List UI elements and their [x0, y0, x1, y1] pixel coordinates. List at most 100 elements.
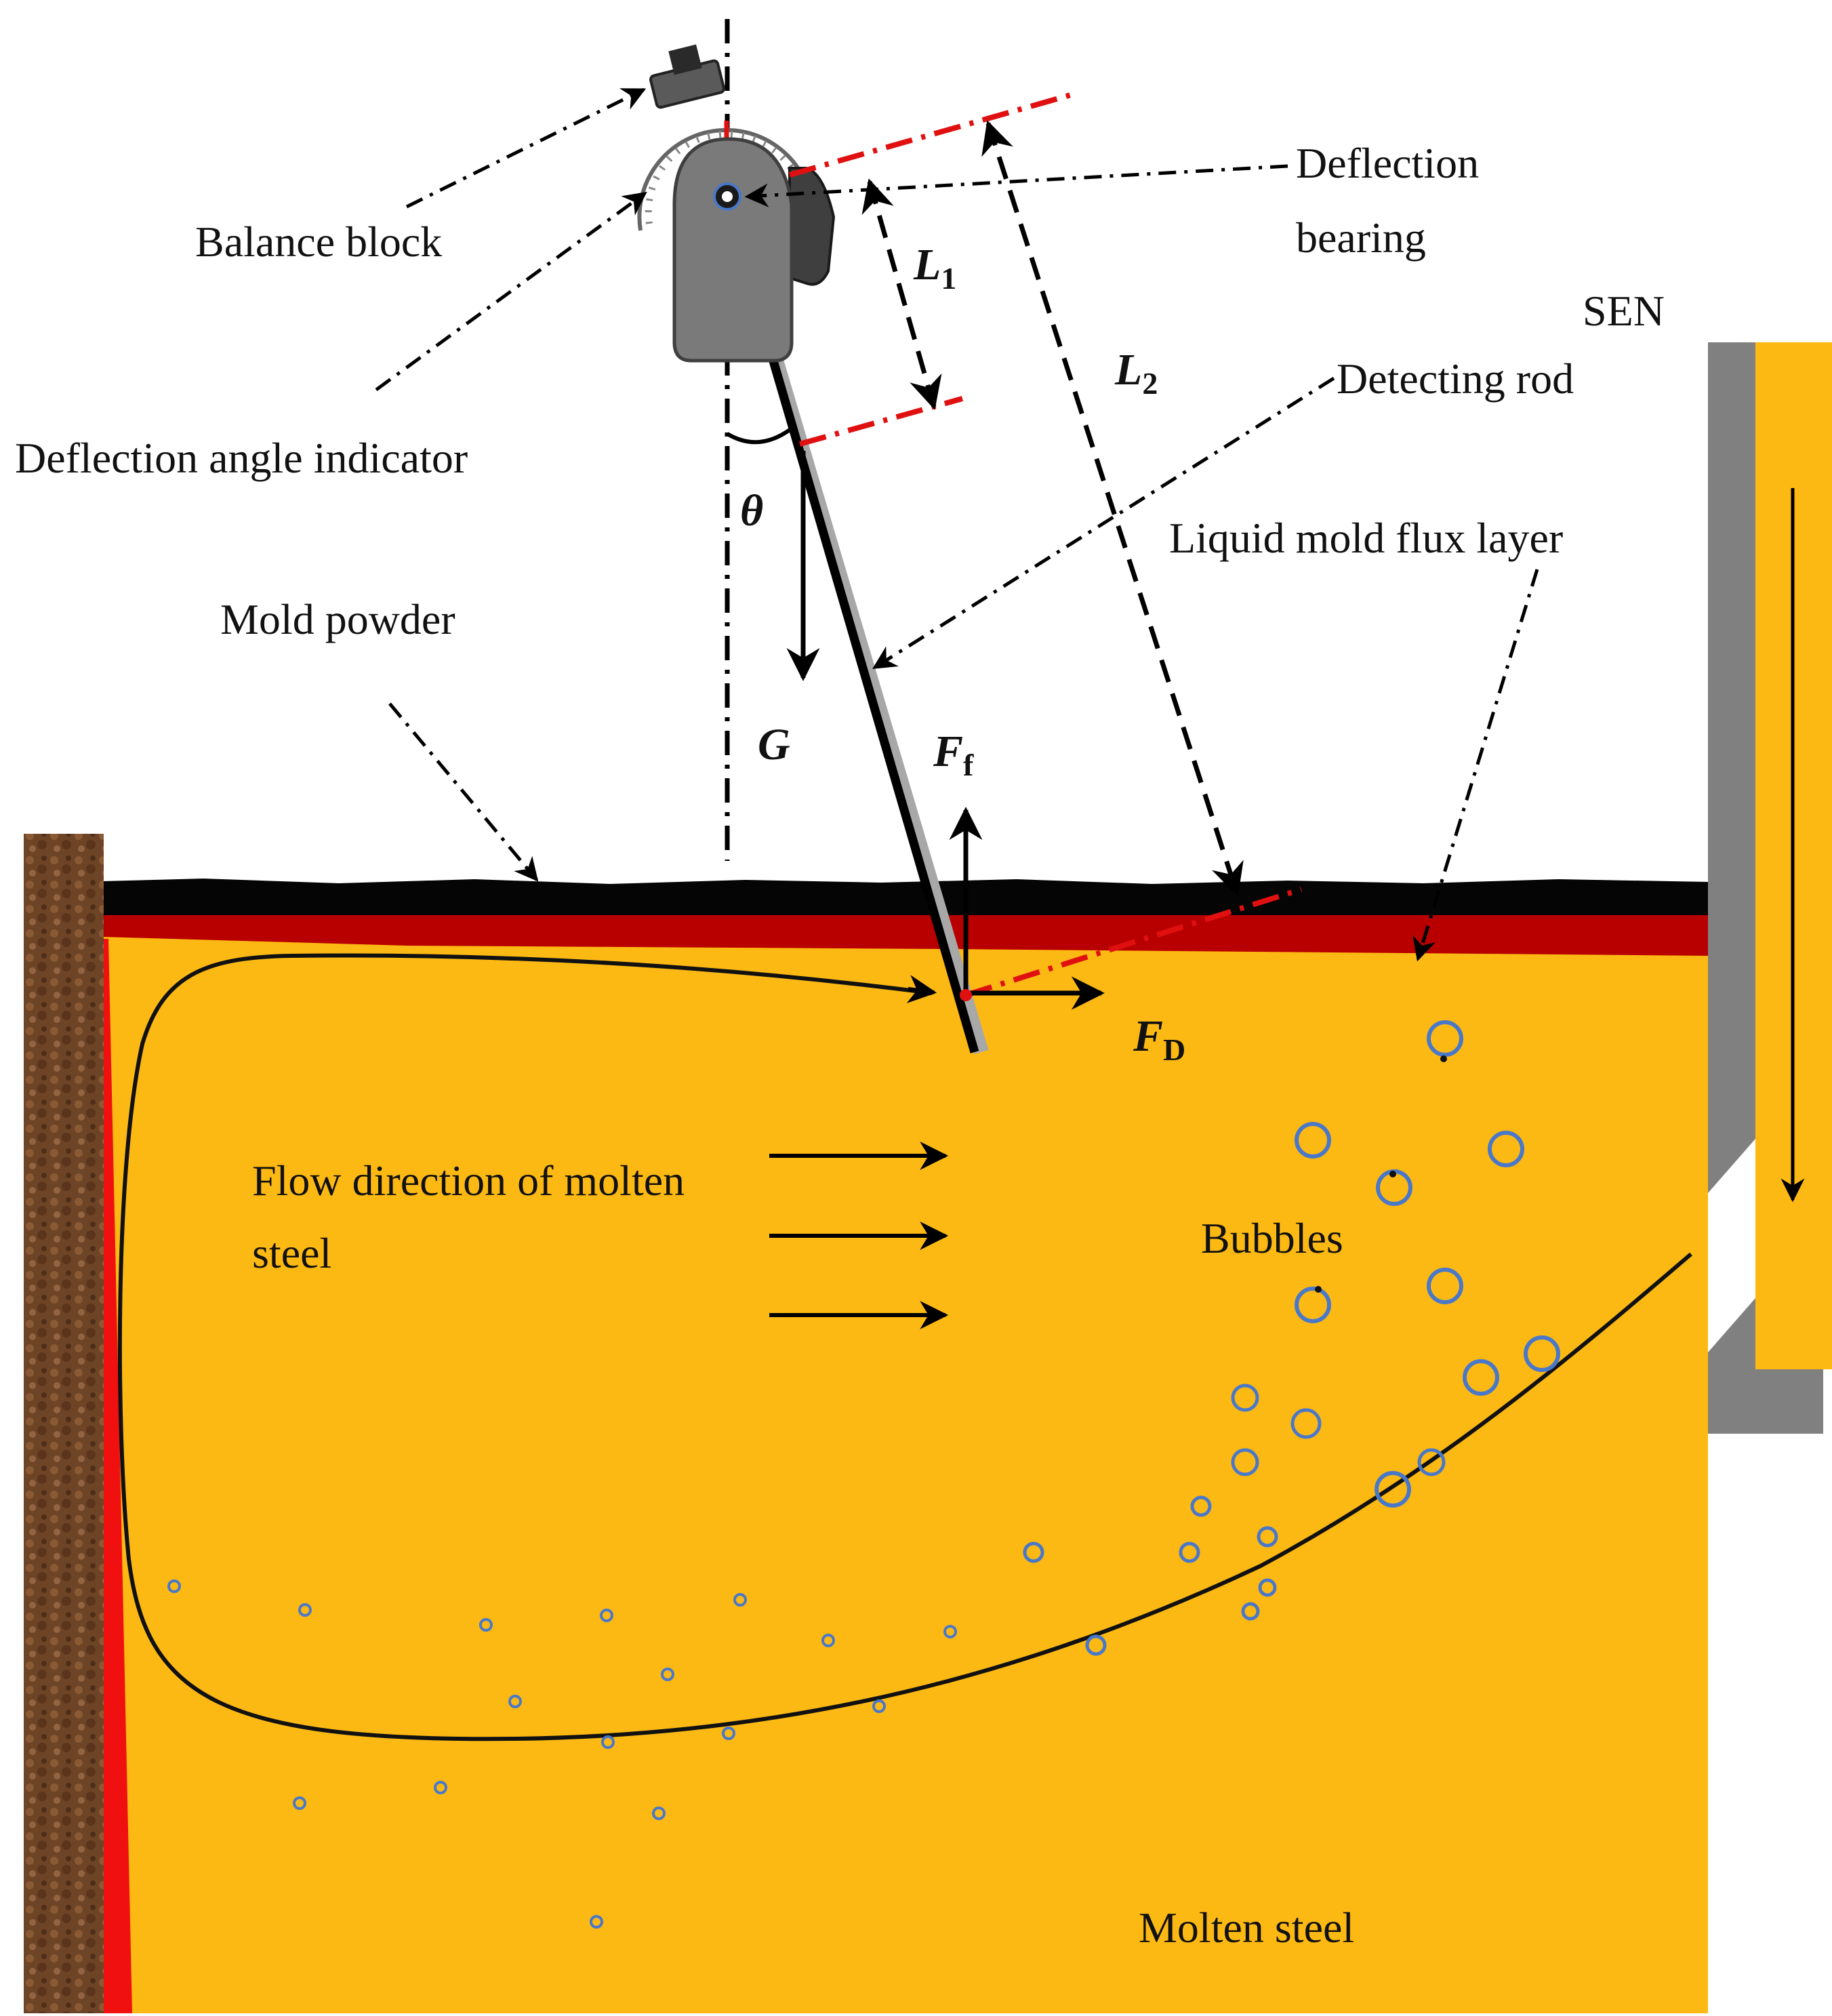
symbol-drag-force-sub: D	[1163, 1032, 1185, 1067]
balance-arm	[788, 167, 836, 286]
bubble	[652, 1807, 666, 1820]
bubble-dots	[1315, 1055, 1447, 1293]
leader-mold-powder	[388, 702, 539, 882]
dimension-lines	[788, 92, 1303, 998]
bubble	[943, 1625, 957, 1638]
bubble	[1257, 1526, 1278, 1548]
deflection-device	[637, 121, 836, 363]
symbol-drag-force-main: F	[1133, 1011, 1163, 1061]
bubble	[1375, 1471, 1411, 1508]
label-balance-block: Balance block	[195, 218, 442, 266]
rod-tip-point	[960, 989, 972, 1001]
bubble	[1023, 1541, 1044, 1563]
sen-nozzle	[1708, 342, 1832, 1434]
bubble	[1085, 1634, 1107, 1656]
bubble	[1295, 1122, 1331, 1158]
dimension-extension-red	[788, 92, 1072, 178]
symbol-float-force-sub: f	[963, 748, 974, 782]
math-symbols: θ G Ff FD L1 L2	[740, 240, 1185, 1067]
leader-liquid-mold-flux	[1412, 569, 1539, 962]
bubble	[1417, 1448, 1446, 1476]
bubble	[1427, 1020, 1463, 1057]
bubble	[1427, 1268, 1463, 1304]
dimension-l1-line	[861, 178, 942, 410]
bubble	[1463, 1359, 1499, 1396]
symbol-length1-main: L	[913, 240, 941, 289]
symbol-float-force: Ff	[933, 727, 974, 782]
bubble-dot	[1389, 1171, 1396, 1177]
mold-wall	[24, 834, 104, 2013]
flow-direction-arrows	[769, 1142, 949, 1329]
deflection-bearing-center	[722, 191, 733, 202]
dimension-l2-line	[981, 120, 1244, 897]
bubble	[1190, 1495, 1212, 1517]
symbol-length1: L1	[913, 240, 956, 296]
label-deflection-bearing-2: bearing	[1296, 214, 1426, 262]
label-liquid-mold-flux-layer: Liquid mold flux layer	[1169, 514, 1563, 562]
symbol-theta: θ	[740, 486, 763, 536]
label-flow-direction-1: Flow direction of molten	[252, 1156, 685, 1205]
bubble	[1231, 1448, 1259, 1476]
dimension-extension-red	[798, 396, 964, 447]
bubble	[872, 1699, 886, 1713]
bubble	[1258, 1578, 1277, 1597]
symbol-length1-sub: 1	[941, 261, 956, 296]
leader-deflection-angle-indicator	[375, 191, 647, 392]
molten-steel-pool	[102, 912, 1708, 2013]
mold-wall-red-layer	[102, 939, 132, 2013]
force-vectors	[786, 451, 1105, 1010]
angle-arc	[726, 426, 793, 445]
leader-balance-block	[405, 87, 647, 209]
sen-wall-lower	[1708, 1298, 1823, 1434]
bubble-dot	[1440, 1055, 1447, 1062]
bubble	[1524, 1335, 1560, 1372]
bubble	[1241, 1602, 1260, 1621]
text-labels: Balance block Deflection bearing Deflect…	[15, 139, 1665, 1952]
label-bubbles: Bubbles	[1201, 1214, 1343, 1262]
bubble	[1179, 1541, 1200, 1563]
bubble	[293, 1796, 306, 1810]
label-mold-powder: Mold powder	[220, 595, 455, 643]
bubble	[821, 1634, 835, 1647]
dimension-extension-red	[964, 887, 1303, 998]
symbol-drag-force: FD	[1133, 1011, 1185, 1067]
bubble	[1290, 1408, 1322, 1439]
bubble	[298, 1603, 312, 1617]
label-molten-steel: Molten steel	[1139, 1903, 1354, 1952]
bubble	[167, 1579, 181, 1593]
bubble	[434, 1781, 447, 1794]
bubble	[1295, 1287, 1331, 1323]
balance-block	[649, 44, 726, 109]
bubble	[1488, 1131, 1524, 1167]
label-detecting-rod: Detecting rod	[1337, 355, 1574, 403]
bubbles-group	[167, 1020, 1560, 1929]
bubble	[590, 1915, 603, 1929]
symbol-float-force-main: F	[933, 727, 963, 776]
mold-powder-layer	[102, 879, 1708, 915]
leader-deflection-bearing	[744, 164, 1288, 207]
bubble	[722, 1727, 735, 1740]
bubble	[1231, 1384, 1259, 1412]
sen-wall-upper	[1708, 342, 1755, 1193]
flow-circulation-arrowhead	[906, 975, 937, 1003]
leader-detecting-rod	[872, 376, 1335, 670]
symbol-length2-sub: 2	[1142, 366, 1158, 401]
label-deflection-bearing-1: Deflection	[1296, 139, 1479, 187]
bubble	[600, 1609, 613, 1622]
label-flow-direction-2: steel	[252, 1229, 331, 1277]
bubble-dot	[1315, 1286, 1322, 1293]
leader-lines	[375, 87, 1539, 962]
bubble	[601, 1735, 615, 1749]
bubble	[508, 1695, 522, 1708]
bubble	[479, 1618, 493, 1632]
balance-block-cap	[668, 44, 702, 75]
bubble	[733, 1593, 747, 1607]
symbol-gravity: G	[758, 720, 790, 769]
liquid-mold-flux-layer	[102, 915, 1708, 956]
flow-circulation-curve	[117, 953, 1692, 1741]
symbol-length2-main: L	[1114, 345, 1142, 395]
label-sen: SEN	[1583, 287, 1665, 335]
bubble	[661, 1668, 674, 1681]
molten-steel-region	[102, 912, 1708, 2013]
